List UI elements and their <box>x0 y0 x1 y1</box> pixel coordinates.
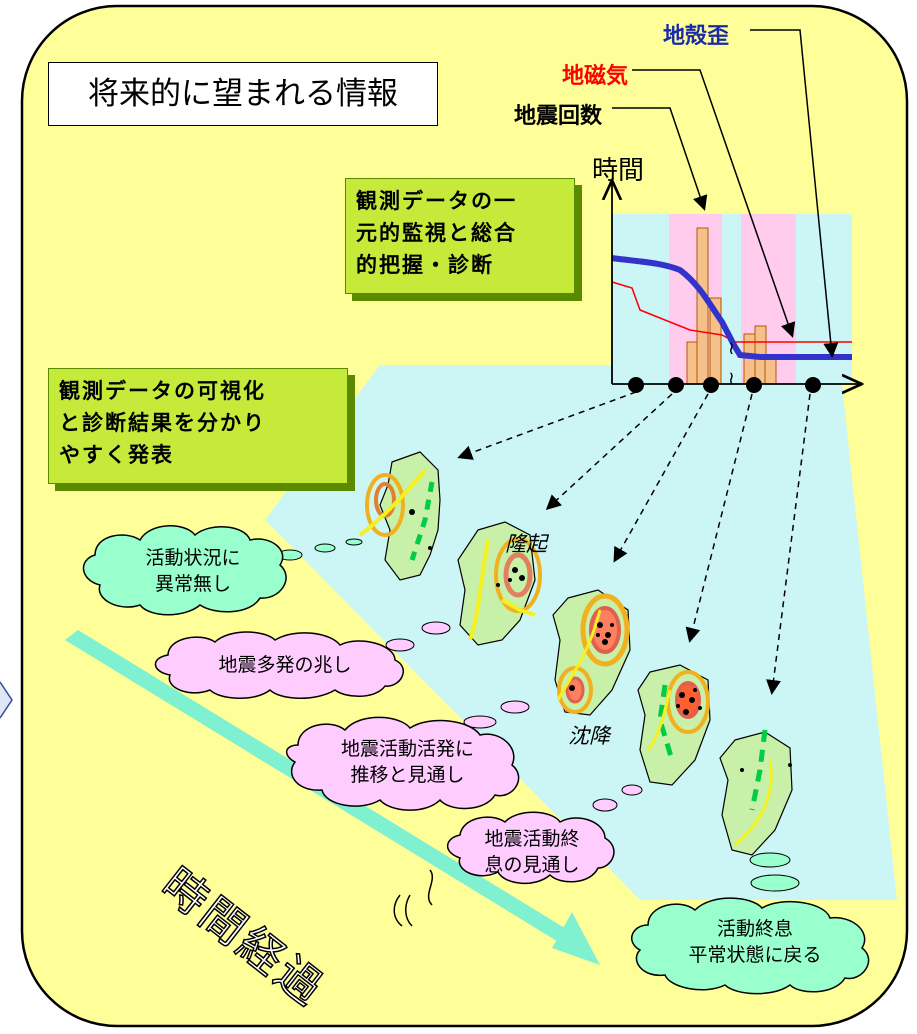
visualization-box: 観測データの可視化 と診断結果を分かり やすく発表 <box>48 368 348 484</box>
break-mark-1: ≀ <box>728 338 735 359</box>
thought-bubbles-2 <box>385 621 451 652</box>
cloud-normal-return <box>630 897 870 995</box>
cloud-normal-line-1: 活動状況に <box>145 547 241 569</box>
monitoring-box: 観測データの一 元的監視と総合 的把握・診断 <box>345 178 575 294</box>
crust-strain-line <box>611 255 852 360</box>
cloud-ending-text: 地震活動終 息の見通し <box>462 826 602 878</box>
magnetic-label: 地磁気 <box>562 64 629 89</box>
cloud-active-line-1: 地震活動活発に <box>340 738 474 760</box>
cloud-ending-line-2: 息の見通し <box>484 854 580 876</box>
cloud-active-text: 地震活動活発に 推移と見通し <box>305 736 510 788</box>
map-5 <box>719 729 800 892</box>
cloud-normal-return-line-2: 平常状態に戻る <box>688 944 822 966</box>
uplift-label: 隆起 <box>505 532 547 556</box>
map-4 <box>637 664 711 786</box>
time-series-chart: ≀ ≀ <box>612 182 860 393</box>
cloud-active-line-2: 推移と見通し <box>350 764 465 786</box>
quake-bar <box>696 227 709 385</box>
scribble-mark <box>393 869 434 927</box>
quake-bar <box>686 341 699 385</box>
quake-bar <box>764 357 777 385</box>
time-point <box>746 377 762 393</box>
magnetic-callout-line <box>632 69 796 338</box>
thought-bubbles-3 <box>463 700 530 729</box>
thought-bubbles-4 <box>592 784 643 812</box>
monitoring-line-1: 観測データの一 <box>356 189 517 213</box>
time-point <box>805 377 821 393</box>
time-axis-label: 時間 <box>592 156 645 186</box>
monitoring-line-2: 元的監視と総合 <box>356 221 517 245</box>
crust-strain-label: 地殻歪 <box>663 24 730 49</box>
cloud-normal-return-text: 活動終息 平常状態に戻る <box>650 916 860 968</box>
cloud-normal-return-line-1: 活動終息 <box>716 918 793 940</box>
visualization-line-3: やすく発表 <box>59 443 174 467</box>
cloud-ending-line-1: 地震活動終 <box>484 828 580 850</box>
quake-callout-line <box>612 107 708 211</box>
magnetic-line <box>611 281 852 343</box>
cloud-active <box>286 716 520 811</box>
visualization-line-1: 観測データの可視化 <box>59 379 266 403</box>
time-point <box>628 377 644 393</box>
time-point <box>703 377 719 393</box>
cloud-normal <box>82 525 287 616</box>
map-2 <box>457 521 542 646</box>
break-mark-2: ≀ <box>728 368 735 389</box>
projection-arrows <box>457 391 811 695</box>
cloud-normal-text: 活動状況に 異常無し <box>108 545 278 597</box>
quake-count-label: 地震回数 <box>514 104 603 129</box>
cloud-ending <box>446 811 615 885</box>
cloud-normal-line-2: 異常無し <box>154 573 231 595</box>
cloud-precursor-line-1: 地震多発の兆し <box>218 654 352 676</box>
map-3 <box>552 589 631 716</box>
crust-callout-line <box>750 29 839 358</box>
subsidence-label: 沈降 <box>568 724 610 748</box>
cloud-precursor-text: 地震多発の兆し <box>180 652 390 678</box>
visualization-line-2: と診断結果を分かり <box>59 411 266 435</box>
map-1 <box>358 451 441 581</box>
time-point <box>668 377 684 393</box>
page-title: 将来的に望まれる情報 <box>48 62 438 126</box>
monitoring-line-3: 的把握・診断 <box>356 253 494 277</box>
left-chevron-icon <box>0 681 13 719</box>
cloud-precursor <box>154 631 405 699</box>
